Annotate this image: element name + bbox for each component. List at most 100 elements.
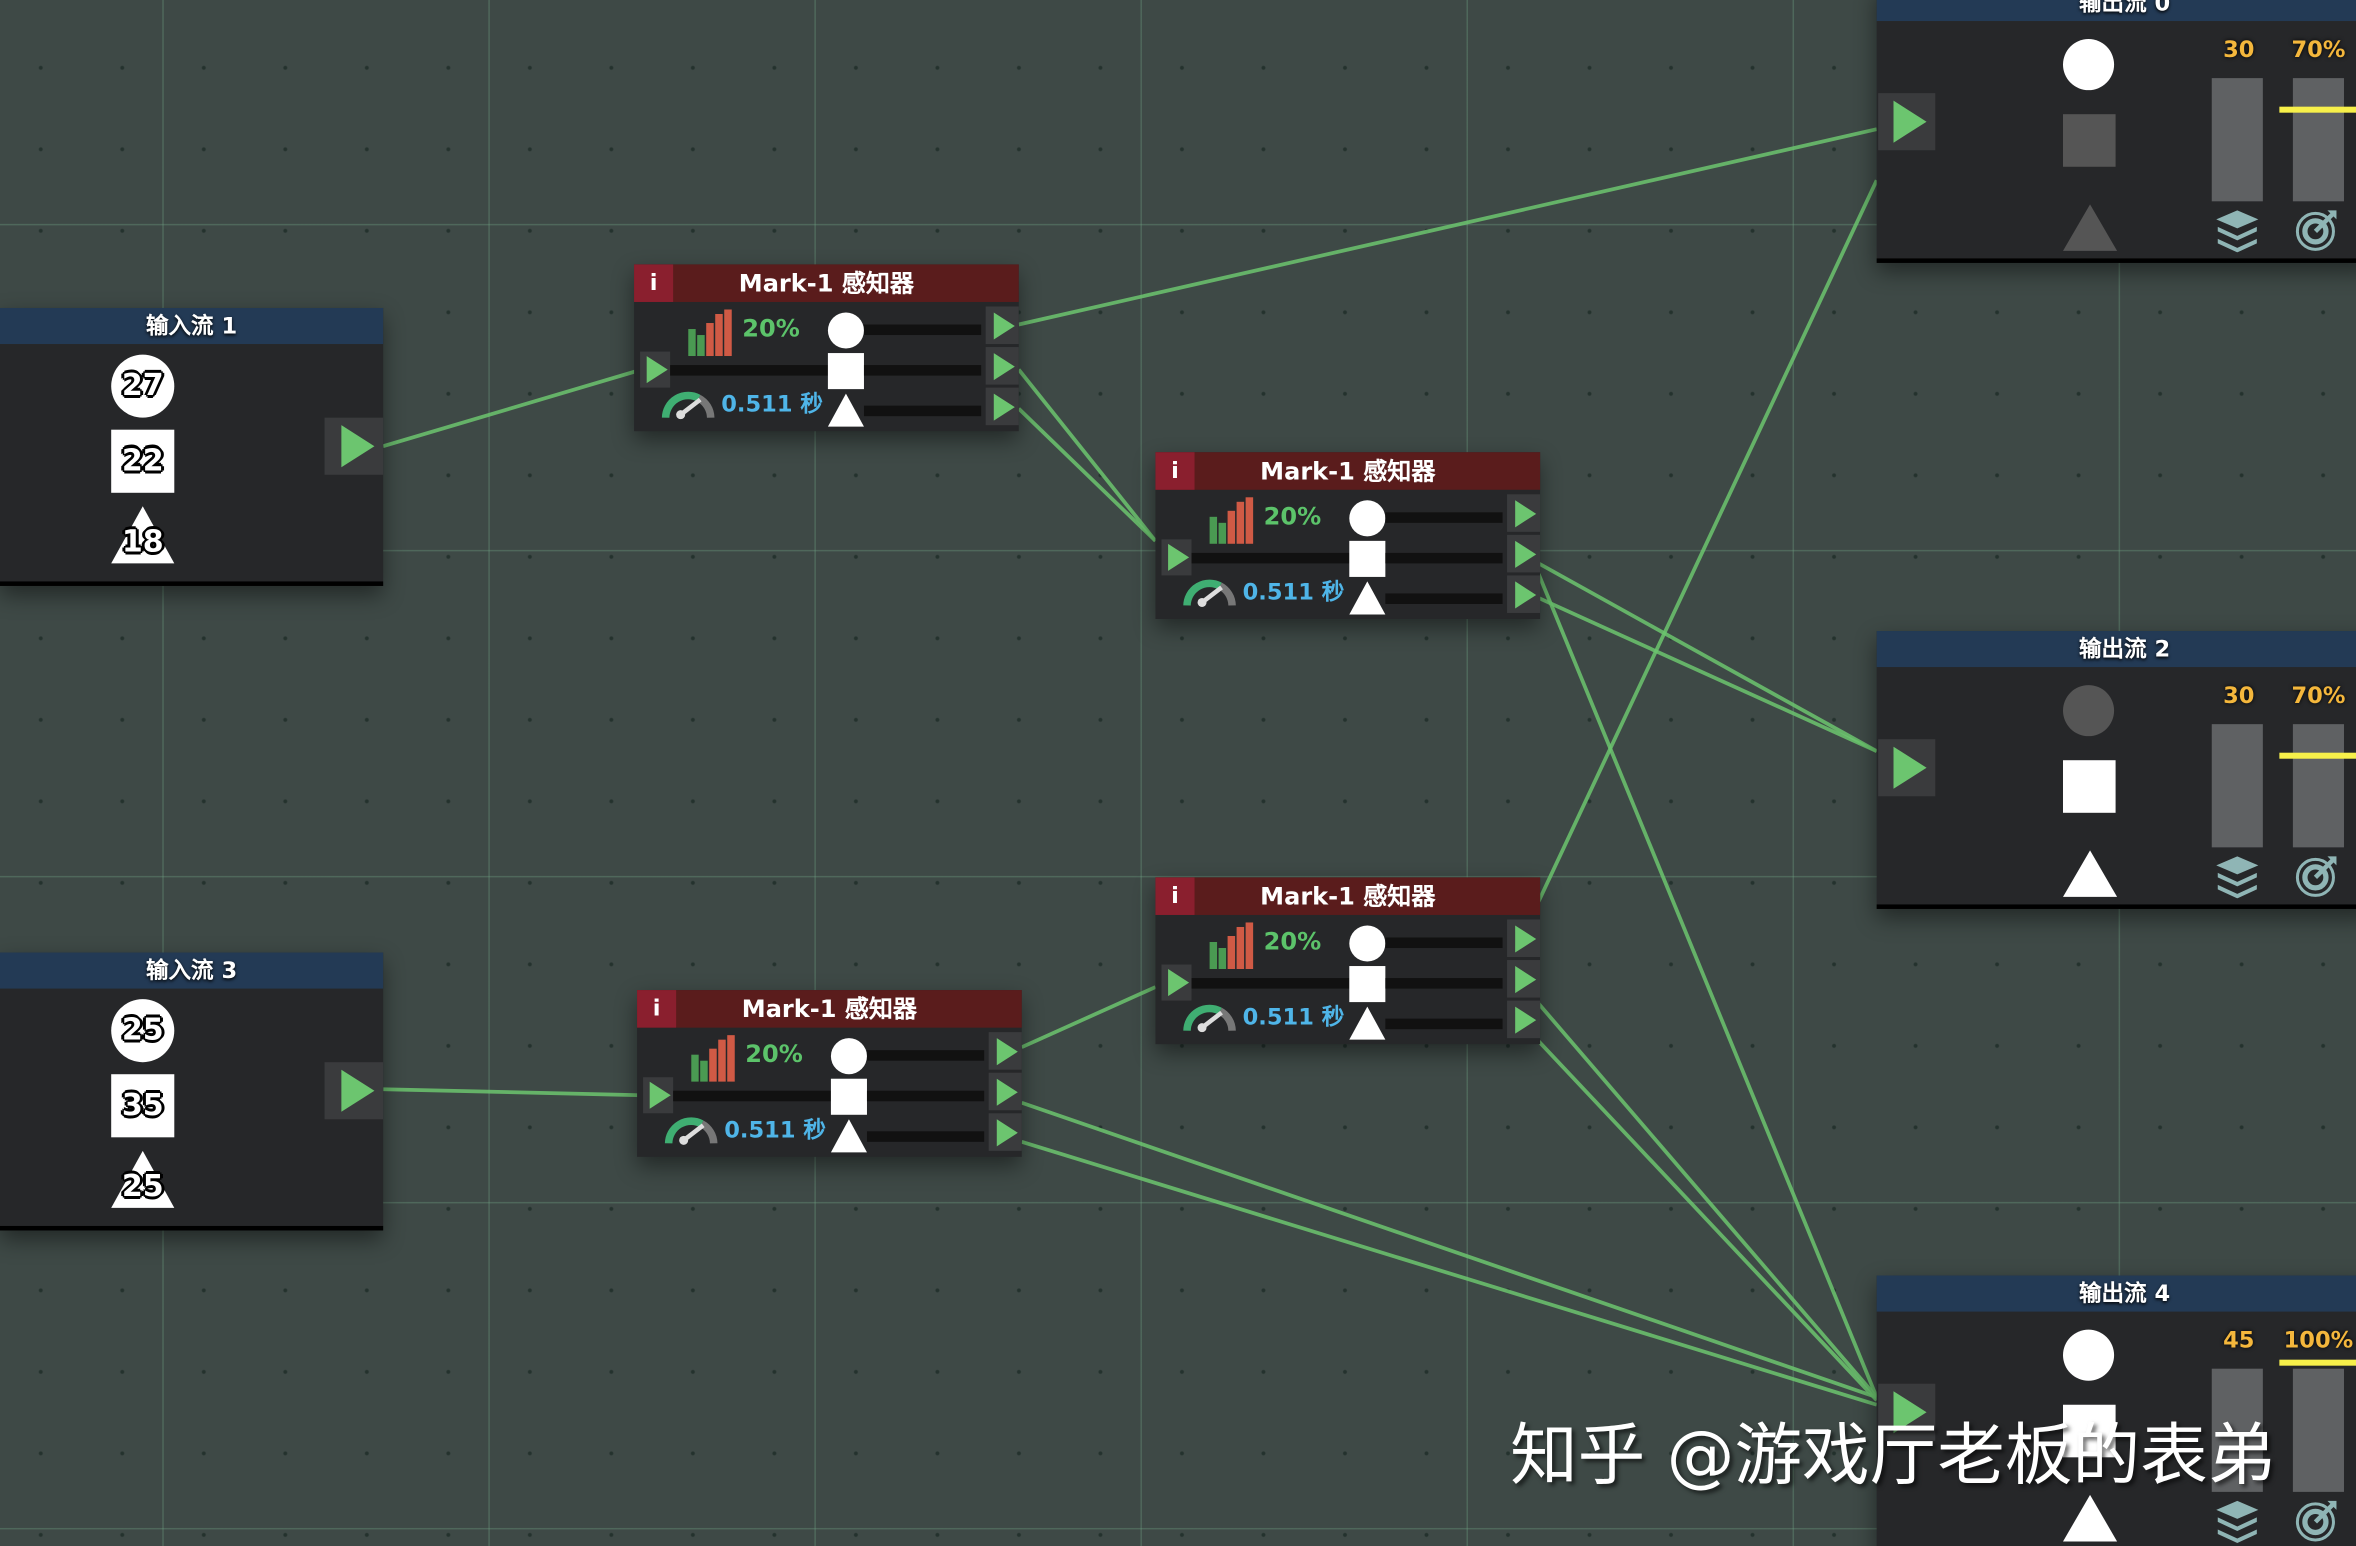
input-track bbox=[1191, 978, 1357, 989]
sensor-percent: 20% bbox=[745, 1039, 803, 1069]
info-button[interactable]: i bbox=[1155, 452, 1195, 490]
triangle-shape bbox=[2063, 1494, 2118, 1542]
input-port[interactable] bbox=[640, 351, 671, 388]
output-port[interactable] bbox=[1507, 1000, 1541, 1039]
link-line[interactable] bbox=[1536, 573, 1879, 1398]
output-track bbox=[863, 324, 982, 336]
stock-bar bbox=[2211, 724, 2263, 848]
triangle-shape bbox=[830, 1119, 867, 1153]
triangle-count: 18 bbox=[121, 522, 164, 559]
triangle-shape bbox=[827, 393, 864, 427]
info-button[interactable]: i bbox=[634, 264, 674, 302]
speedometer-icon bbox=[1183, 1004, 1236, 1033]
layers-icon bbox=[2216, 210, 2259, 253]
speedometer-icon bbox=[664, 1117, 718, 1145]
triangle-shape bbox=[2063, 850, 2118, 897]
link-line[interactable] bbox=[1021, 1100, 1878, 1400]
output-port[interactable] bbox=[1507, 534, 1541, 573]
square-shape: 22 bbox=[111, 429, 175, 493]
triangle-shape bbox=[111, 1150, 175, 1208]
sensor-header: i Mark-1 感知器 bbox=[1155, 877, 1541, 915]
node-title: 输入流 3 bbox=[0, 952, 384, 989]
link-line[interactable] bbox=[1537, 561, 1878, 753]
output-track bbox=[1385, 1018, 1503, 1030]
output-port[interactable] bbox=[324, 417, 384, 475]
input-port[interactable] bbox=[1878, 93, 1936, 151]
sensor-speed: 0.511 秒 bbox=[721, 390, 823, 418]
sensor-speed: 0.511 秒 bbox=[1242, 578, 1345, 606]
target-bar bbox=[2292, 1368, 2344, 1492]
output-port[interactable] bbox=[1507, 919, 1541, 958]
link-line[interactable] bbox=[1020, 985, 1157, 1049]
input-port[interactable] bbox=[1878, 1383, 1936, 1441]
input-port[interactable] bbox=[1878, 739, 1936, 797]
input-port[interactable] bbox=[643, 1077, 674, 1114]
output-port[interactable] bbox=[985, 347, 1019, 385]
input-track bbox=[673, 1090, 839, 1102]
circle-count: 25 bbox=[121, 1011, 164, 1048]
layers-icon bbox=[2216, 1500, 2259, 1543]
output-port[interactable] bbox=[988, 1072, 1022, 1111]
output-port[interactable] bbox=[988, 1113, 1022, 1151]
sensor-title: Mark-1 感知器 bbox=[1260, 456, 1436, 486]
target-icon bbox=[2295, 210, 2337, 251]
output-track bbox=[866, 1131, 985, 1142]
watermark: 知乎 @游戏厅老板的表弟 bbox=[1510, 1415, 2276, 1495]
link-line[interactable] bbox=[1018, 127, 1878, 327]
target-icon bbox=[2295, 1500, 2337, 1542]
sensor-percent: 20% bbox=[742, 314, 800, 343]
circle-shape bbox=[1349, 500, 1386, 537]
square-shape bbox=[1349, 966, 1386, 1003]
target-icon bbox=[2295, 856, 2337, 897]
output-port[interactable] bbox=[1507, 575, 1541, 613]
output-port[interactable] bbox=[985, 306, 1019, 345]
signal-bars-icon bbox=[691, 1035, 735, 1082]
link-line[interactable] bbox=[382, 367, 643, 449]
signal-bars-icon bbox=[1209, 922, 1254, 970]
layers-icon bbox=[2216, 856, 2259, 899]
info-button[interactable]: i bbox=[1155, 877, 1195, 915]
node-title: 输入流 1 bbox=[0, 307, 384, 345]
target-threshold-line bbox=[2279, 106, 2356, 113]
target-threshold-line bbox=[2279, 1359, 2356, 1366]
output-track bbox=[1385, 978, 1503, 989]
output-port[interactable] bbox=[1507, 960, 1541, 998]
speedometer-icon bbox=[1183, 579, 1236, 607]
target-percent: 70% bbox=[2291, 36, 2346, 64]
triangle-shape bbox=[1349, 581, 1386, 615]
stock-count: 30 bbox=[2223, 36, 2255, 64]
info-button[interactable]: i bbox=[637, 990, 677, 1028]
input-port[interactable] bbox=[1161, 964, 1192, 1001]
node-title: 输出流 2 bbox=[1876, 631, 2356, 668]
target-percent: 100% bbox=[2283, 1326, 2354, 1354]
link-line[interactable] bbox=[1537, 1002, 1879, 1399]
input-port[interactable] bbox=[1161, 539, 1192, 576]
output-port[interactable] bbox=[1507, 494, 1541, 532]
link-line[interactable] bbox=[1537, 596, 1878, 753]
output-track bbox=[1385, 937, 1503, 949]
stock-count: 30 bbox=[2223, 682, 2255, 710]
link-line[interactable] bbox=[1536, 179, 1879, 903]
square-shape bbox=[830, 1078, 867, 1115]
link-line[interactable] bbox=[1021, 1140, 1878, 1407]
output-port[interactable] bbox=[988, 1032, 1022, 1070]
square-shape bbox=[1349, 540, 1386, 577]
triangle-shape bbox=[111, 506, 175, 564]
output-track bbox=[866, 1050, 985, 1061]
link-line[interactable] bbox=[383, 1087, 642, 1098]
link-line[interactable] bbox=[1017, 368, 1157, 543]
output-port[interactable] bbox=[324, 1062, 384, 1120]
square-shape bbox=[2063, 760, 2116, 813]
link-line[interactable] bbox=[1537, 1039, 1879, 1402]
sensor-title: Mark-1 感知器 bbox=[1260, 881, 1436, 911]
link-line[interactable] bbox=[1017, 407, 1157, 543]
output-port[interactable] bbox=[985, 387, 1019, 426]
